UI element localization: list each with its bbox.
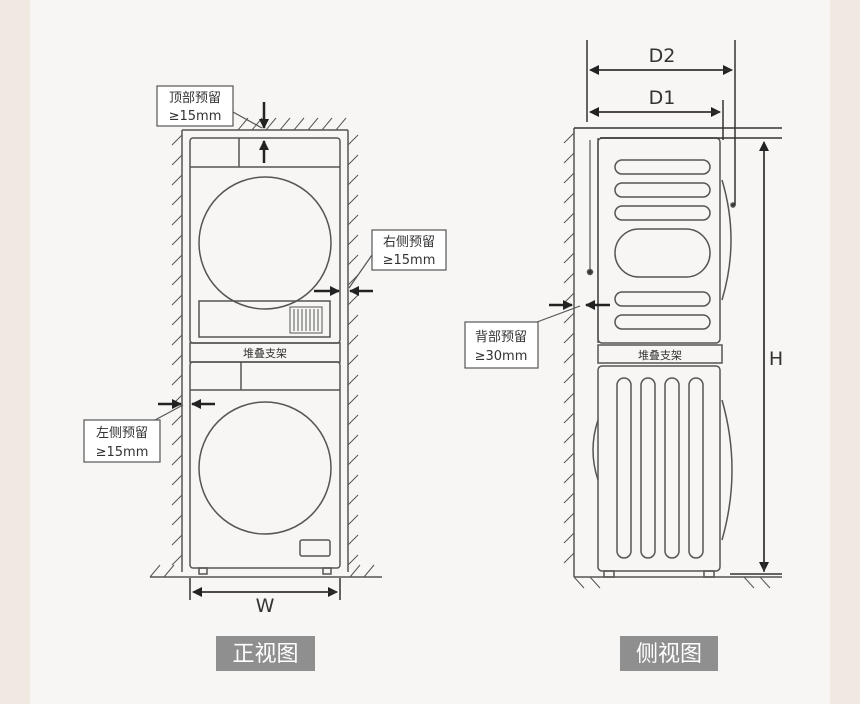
side-view <box>563 128 782 589</box>
back-clearance-leader <box>536 305 581 323</box>
width-label: W <box>256 595 275 617</box>
width-dimension <box>189 578 341 600</box>
dryer-side <box>597 137 736 344</box>
front-floor <box>149 564 382 578</box>
front-view-caption: 正视图 <box>216 636 315 671</box>
top-clearance-value: ≥15mm <box>169 109 222 124</box>
right-clearance-title: 右侧预留 <box>383 235 435 250</box>
front-view <box>149 117 382 578</box>
dryer-door-profile <box>721 179 732 301</box>
washer-front <box>189 361 341 575</box>
back-clearance-title: 背部预留 <box>475 330 527 345</box>
right-clearance-label: 右侧预留 ≥15mm <box>371 229 447 271</box>
washer-door <box>198 401 332 535</box>
depth-d1-label: D1 <box>649 87 676 109</box>
height-label: H <box>769 348 783 370</box>
front-annotations <box>158 102 373 409</box>
top-clearance-title: 顶部预留 <box>169 91 221 106</box>
top-clearance-label: 顶部预留 ≥15mm <box>156 85 234 127</box>
back-clearance-value: ≥30mm <box>475 349 528 364</box>
front-right-wall <box>347 130 359 572</box>
side-back-wall <box>563 128 575 577</box>
dryer-vent <box>289 306 323 334</box>
side-view-caption: 侧视图 <box>620 636 718 671</box>
side-stacking-bracket-label: 堆叠支架 <box>638 349 682 362</box>
front-leader-lines <box>154 111 373 421</box>
dryer-door <box>198 176 332 310</box>
depth-d2-label: D2 <box>649 45 676 67</box>
left-clearance-title: 左侧预留 <box>96 426 148 441</box>
back-clearance-label: 背部预留 ≥30mm <box>464 321 539 369</box>
side-stacking-bracket <box>597 344 723 364</box>
depth-d2-dimension <box>586 40 736 205</box>
washer-door-profile <box>721 399 733 541</box>
side-view-caption-text: 侧视图 <box>636 642 702 667</box>
right-clearance-value: ≥15mm <box>383 253 436 268</box>
front-stacking-bracket-label: 堆叠支架 <box>243 347 287 360</box>
left-clearance-value: ≥15mm <box>96 445 149 460</box>
dryer-front <box>189 137 341 344</box>
left-clearance-label: 左侧预留 ≥15mm <box>83 419 161 463</box>
side-floor <box>573 576 782 589</box>
depth-d1-dimension <box>589 100 724 140</box>
washer-side <box>592 365 733 578</box>
front-left-wall <box>171 130 183 572</box>
front-view-caption-text: 正视图 <box>232 642 298 667</box>
height-dimension <box>574 127 782 575</box>
